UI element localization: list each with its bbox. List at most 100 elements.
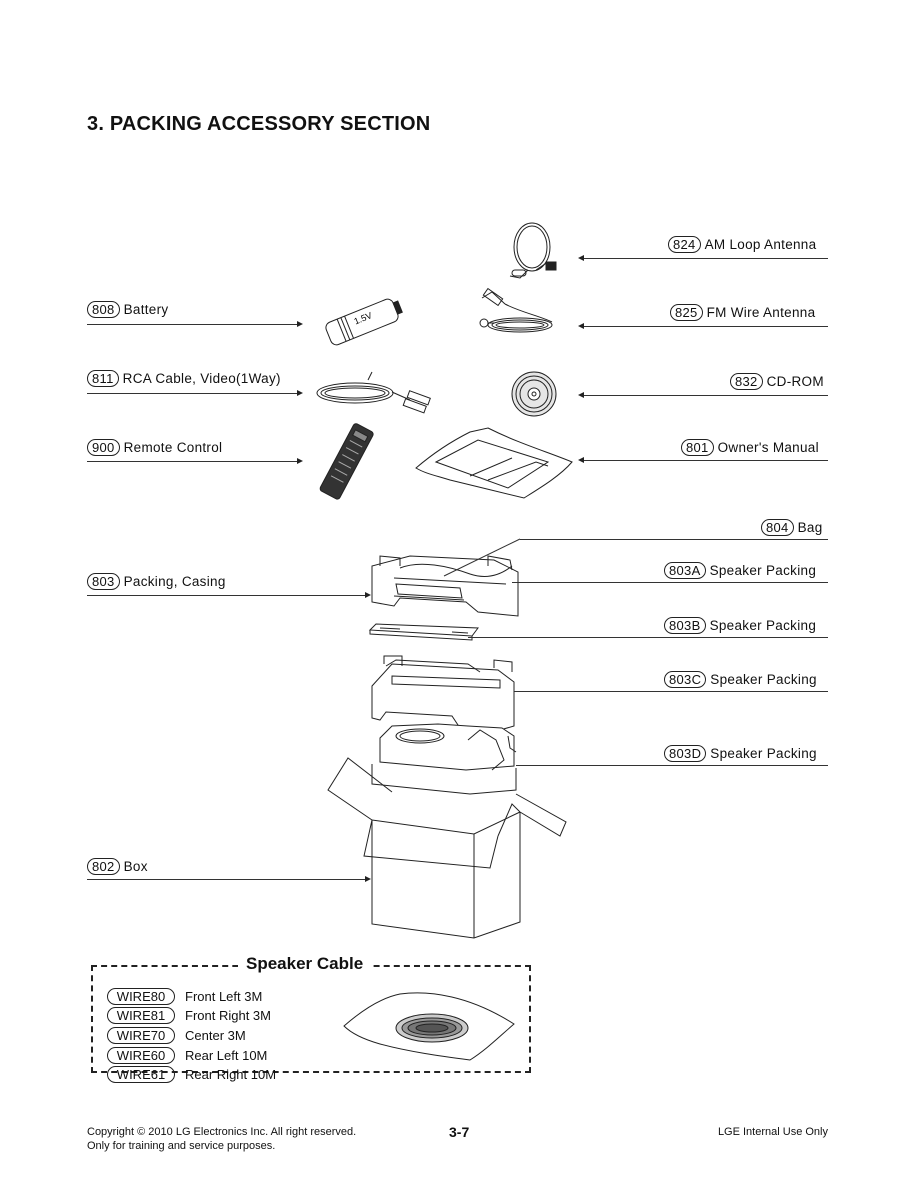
label-824: AM Loop Antenna — [704, 237, 817, 252]
part-number-832: 832 — [730, 373, 763, 390]
box-drawing — [327, 757, 567, 939]
speaker-cable-drawing — [343, 992, 515, 1061]
arrow-803 — [365, 592, 371, 598]
wire-number: WIRE60 — [107, 1047, 175, 1064]
speaker-packing-b-drawing — [368, 623, 479, 641]
part-number-824: 824 — [668, 236, 701, 253]
label-803b: Speaker Packing — [709, 618, 817, 633]
part-number-802: 802 — [87, 858, 120, 875]
leader-801 — [582, 460, 828, 461]
speaker-packing-d-drawing — [371, 723, 517, 795]
wire-number: WIRE70 — [107, 1027, 175, 1044]
part-number-808: 808 — [87, 301, 120, 318]
wire-label: Rear Right 10M — [185, 1067, 277, 1082]
part-number-803: 803 — [87, 573, 120, 590]
am-loop-antenna-drawing — [509, 222, 557, 279]
leader-832 — [582, 395, 828, 396]
wire-row: WIRE81 Front Right 3M — [107, 1007, 271, 1024]
label-808: Battery — [123, 302, 169, 317]
internal-use-text: LGE Internal Use Only — [717, 1126, 828, 1138]
label-803: Packing, Casing — [123, 574, 226, 589]
leader-900 — [87, 461, 297, 462]
label-832: CD-ROM — [766, 374, 824, 389]
label-803d: Speaker Packing — [710, 746, 817, 761]
leader-825 — [582, 326, 828, 327]
part-number-803c: 803C — [664, 671, 707, 688]
part-number-803d: 803D — [664, 745, 707, 762]
speaker-cable-title: Speaker Cable — [238, 954, 372, 974]
leader-824 — [582, 258, 828, 259]
part-number-803a: 803A — [664, 562, 706, 579]
remote-control-drawing — [319, 423, 374, 500]
part-number-804: 804 — [761, 519, 794, 536]
label-803c: Speaker Packing — [710, 672, 817, 687]
packing-casing-drawing — [371, 555, 519, 617]
label-825: FM Wire Antenna — [706, 305, 816, 320]
fm-wire-antenna-drawing — [479, 287, 553, 333]
battery-drawing — [325, 298, 403, 346]
arrow-811 — [297, 390, 303, 396]
speaker-packing-c-drawing — [371, 655, 515, 731]
wire-label: Front Right 3M — [185, 1008, 271, 1023]
label-900: Remote Control — [123, 440, 223, 455]
leader-811 — [87, 393, 297, 394]
wire-label: Front Left 3M — [185, 989, 263, 1004]
part-number-801: 801 — [681, 439, 714, 456]
arrow-825 — [578, 323, 584, 329]
label-803a: Speaker Packing — [709, 563, 817, 578]
leader-804 — [520, 539, 828, 540]
leader-803c — [514, 691, 828, 692]
page-number: 3-7 — [449, 1124, 470, 1140]
wire-number: WIRE61 — [107, 1066, 175, 1083]
part-number-811: 811 — [87, 370, 119, 387]
leader-803a — [512, 582, 828, 583]
leader-803d — [516, 765, 828, 766]
leader-803b — [468, 637, 828, 638]
part-number-803b: 803B — [664, 617, 706, 634]
wire-row: WIRE80 Front Left 3M — [107, 988, 262, 1005]
label-802: Box — [123, 859, 148, 874]
leader-803 — [87, 595, 365, 596]
label-811: RCA Cable, Video(1Way) — [122, 371, 281, 386]
leader-808 — [87, 324, 297, 325]
label-804: Bag — [797, 520, 823, 535]
copyright-text: Copyright © 2010 LG Electronics Inc. All… — [87, 1126, 357, 1138]
part-number-825: 825 — [670, 304, 703, 321]
cd-rom-drawing — [511, 371, 557, 417]
arrow-832 — [578, 392, 584, 398]
wire-row: WIRE61 Rear Right 10M — [107, 1066, 276, 1083]
wire-number: WIRE80 — [107, 988, 175, 1005]
owners-manual-drawing — [415, 427, 573, 499]
arrow-808 — [297, 321, 303, 327]
arrow-824 — [578, 255, 584, 261]
wire-label: Rear Left 10M — [185, 1048, 268, 1063]
footer-copyright: Copyright © 2010 LG Electronics Inc. All… — [87, 1125, 356, 1153]
arrow-802 — [365, 876, 371, 882]
wire-number: WIRE81 — [107, 1007, 175, 1024]
leader-802 — [87, 879, 365, 880]
page-title: 3. PACKING ACCESSORY SECTION — [87, 113, 431, 135]
arrow-801 — [578, 457, 584, 463]
part-number-900: 900 — [87, 439, 120, 456]
rca-cable-drawing — [316, 371, 431, 414]
wire-row: WIRE60 Rear Left 10M — [107, 1047, 267, 1064]
training-text: Only for training and service purposes. — [87, 1140, 276, 1152]
arrow-900 — [297, 458, 303, 464]
label-801: Owner's Manual — [717, 440, 819, 455]
